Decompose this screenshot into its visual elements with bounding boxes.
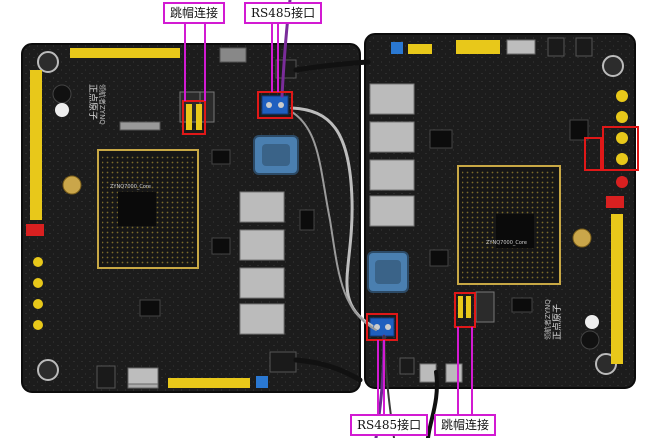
right-fpga-chip	[496, 214, 534, 248]
right-top-mount-icon	[602, 55, 624, 77]
right-board: ZYNQ7000_Core 正点原子 领航者ZYNQ	[364, 33, 636, 389]
right-hdmi-port	[506, 39, 536, 55]
right-model-text: 领航者ZYNQ	[543, 299, 552, 340]
left-coin-battery	[62, 175, 82, 195]
right-jumper-highlight	[454, 292, 476, 328]
left-yellow-header-top	[70, 48, 180, 58]
right-brand-text: 正点原子	[552, 304, 563, 340]
left-ethernet-4	[239, 303, 285, 335]
left-ethernet-1	[239, 191, 285, 223]
left-model-text: 领航者ZYNQ	[98, 84, 107, 125]
right-leds-highlight	[584, 137, 602, 171]
left-fpga-chip	[118, 192, 156, 226]
label-rs485-top: RS485接口	[244, 2, 323, 24]
left-ethernet-2	[239, 229, 285, 261]
right-ethernet-1	[369, 83, 415, 115]
right-ethernet-3	[369, 159, 415, 191]
right-coin-battery	[572, 228, 592, 248]
left-jumper-highlight	[182, 100, 206, 135]
right-yellow-header-top	[456, 40, 500, 54]
highlight-boxes	[182, 91, 639, 341]
right-dip-switch	[606, 196, 624, 208]
label-rs485-bottom: RS485接口	[350, 414, 429, 436]
right-ethernet-2	[369, 121, 415, 153]
right-buttons-highlight	[602, 126, 639, 171]
left-ethernet-3	[239, 267, 285, 299]
left-board: 正点原子 领航者ZYNQ ZYNQ7000_Core	[21, 43, 361, 393]
right-ethernet-4	[369, 195, 415, 227]
right-yellow-header-right	[611, 214, 623, 364]
left-top-mount-icon	[37, 51, 59, 73]
left-rs485-terminal	[261, 95, 289, 115]
right-rs485-highlight	[366, 313, 398, 341]
label-jumper-top: 跳帽连接	[163, 2, 226, 24]
left-bottom-mount-icon	[37, 359, 59, 381]
left-rs485-highlight	[257, 91, 293, 119]
left-brand-text: 正点原子	[87, 84, 98, 120]
label-jumper-bottom: 跳帽连接	[434, 414, 497, 436]
left-hdmi-port	[127, 367, 159, 385]
left-module-text: ZYNQ7000_Core	[110, 184, 151, 190]
callout-lines	[184, 22, 473, 416]
right-module-text: ZYNQ7000_Core	[486, 240, 527, 246]
left-yellow-header-left	[30, 70, 42, 220]
left-dip-switch	[26, 224, 44, 236]
